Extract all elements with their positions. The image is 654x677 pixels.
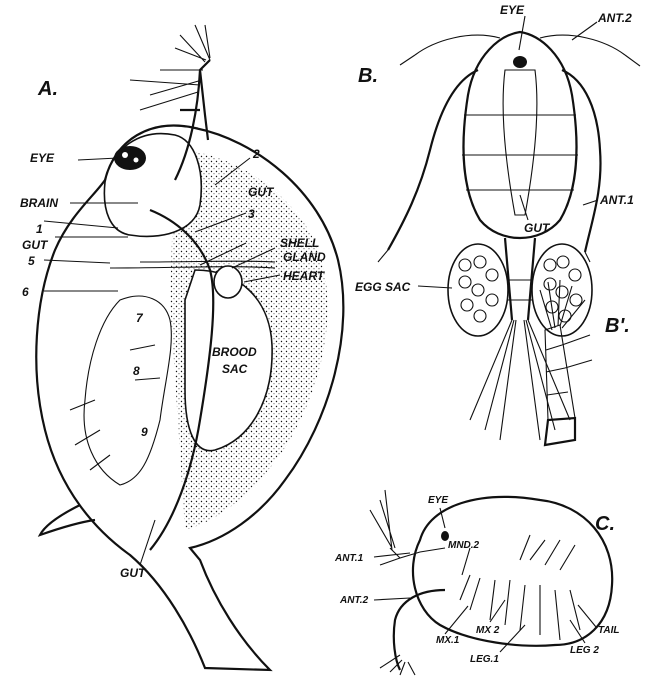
label-a-6: 6 <box>22 285 29 299</box>
label-b-eye: EYE <box>500 3 525 17</box>
label-c-tail: TAIL <box>598 625 619 636</box>
panel-a-daphnia-drawing <box>36 25 343 670</box>
label-a-shell: SHELL <box>280 236 319 250</box>
label-c-ant2: ANT.2 <box>339 595 369 606</box>
label-a-7: 7 <box>136 311 144 325</box>
label-a-3: 3 <box>248 207 255 221</box>
label-a-gut-upper: GUT <box>248 185 275 199</box>
copepod-antenna-1 <box>388 70 601 252</box>
panel-c-letter: C. <box>595 513 615 535</box>
label-a-5: 5 <box>28 254 35 268</box>
label-b-gut: GUT <box>524 221 551 235</box>
label-a-1: 1 <box>36 222 43 236</box>
daphnia-heart <box>214 266 242 298</box>
label-c-eye: EYE <box>428 495 448 506</box>
label-c-leg1: LEG.1 <box>470 654 499 665</box>
panel-b-copepod-drawing <box>378 16 640 440</box>
label-a-2: 2 <box>252 147 260 161</box>
panel-a-letter: A. <box>37 78 58 100</box>
label-b-ant2: ANT.2 <box>597 11 632 25</box>
label-c-leg2: LEG 2 <box>570 645 599 656</box>
label-a-eye: EYE <box>30 151 55 165</box>
label-c-ant1: ANT.1 <box>334 553 364 564</box>
panel-b-prime-letter: B'. <box>605 315 630 337</box>
label-b-ant1: ANT.1 <box>599 193 634 207</box>
label-a-8: 8 <box>133 364 140 378</box>
daphnia-eye <box>114 146 146 170</box>
label-a-gut-bottom: GUT <box>120 566 147 580</box>
label-a-brain: BRAIN <box>20 196 58 210</box>
daphnia-legs <box>84 296 171 485</box>
label-a-brood: BROOD <box>212 345 257 359</box>
panel-b-letter: B. <box>358 65 378 87</box>
label-b-egg-sac: EGG SAC <box>355 280 411 294</box>
label-c-mx1: MX.1 <box>436 635 460 646</box>
label-c-mnd2: MND.2 <box>448 540 480 551</box>
label-a-gland: GLAND <box>283 250 326 264</box>
label-a-sac: SAC <box>222 362 248 376</box>
label-a-gut-left: GUT <box>22 238 49 252</box>
copepod-egg-sac-right <box>532 244 592 336</box>
label-c-mx2: MX 2 <box>476 625 500 636</box>
label-a-9: 9 <box>141 425 148 439</box>
label-a-heart: HEART <box>283 269 326 283</box>
